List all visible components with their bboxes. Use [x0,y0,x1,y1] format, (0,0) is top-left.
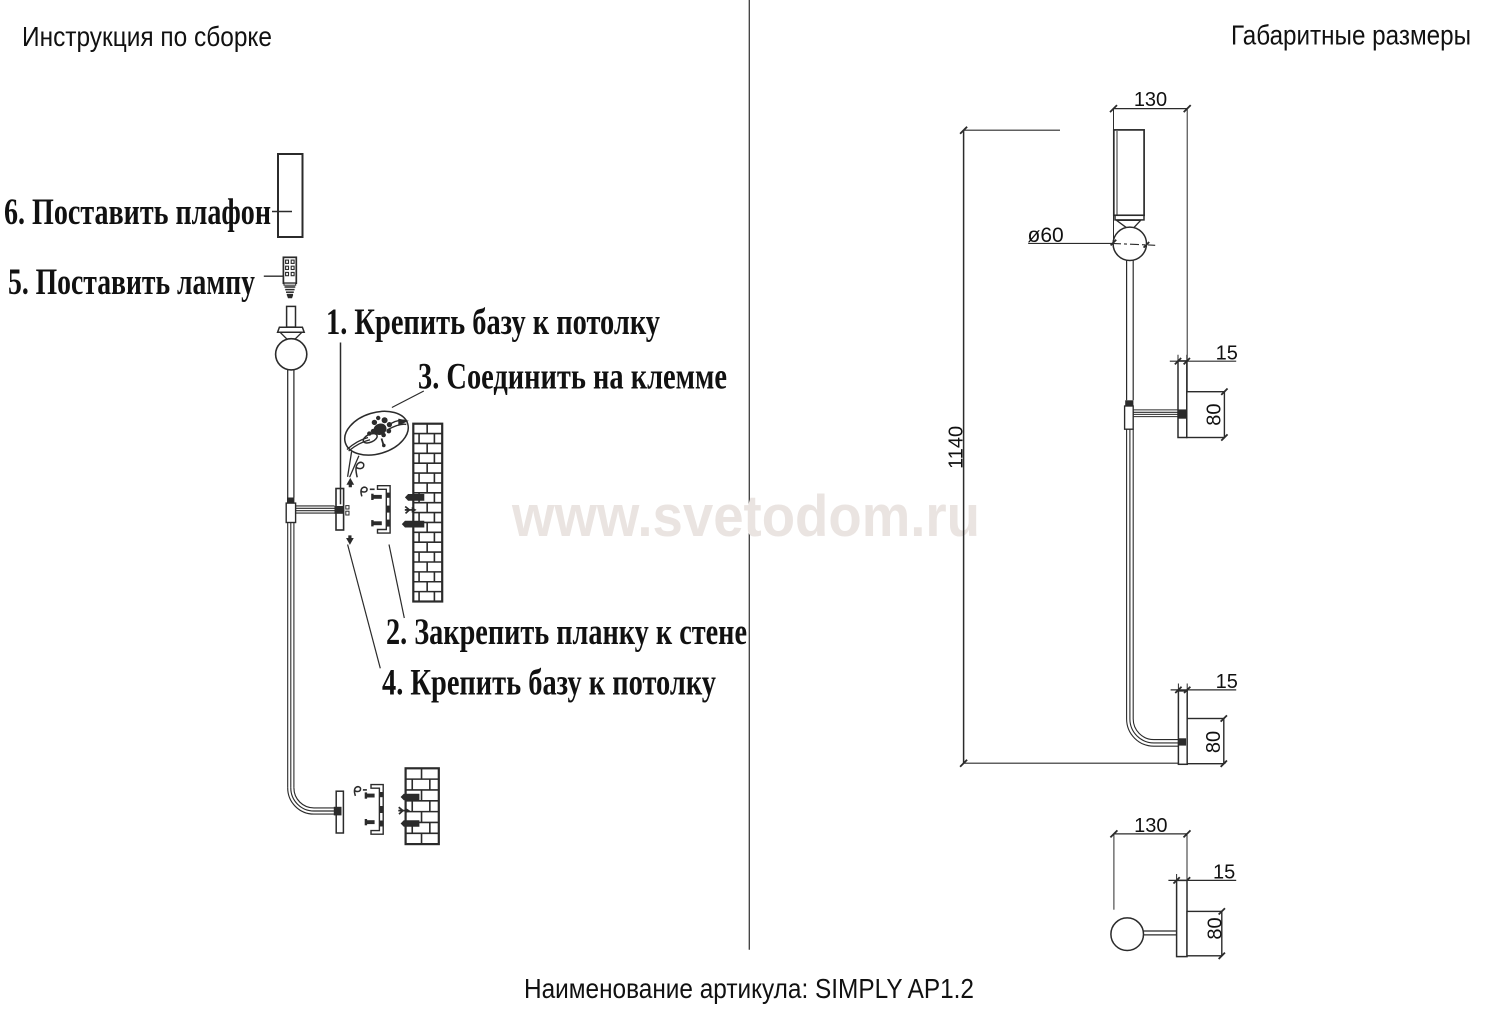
svg-text:15: 15 [1216,671,1238,693]
svg-text:80: 80 [1204,403,1226,425]
svg-text:1140: 1140 [945,426,967,469]
svg-text:80: 80 [1205,917,1227,939]
svg-text:6. Поставить плафон: 6. Поставить плафон [4,192,271,233]
svg-text:4. Крепить базу к потолку: 4. Крепить базу к потолку [382,663,716,704]
svg-text:Наименование артикула: SIMPLY: Наименование артикула: SIMPLY AP1.2 [524,973,974,1004]
svg-text:www.svetodom.ru: www.svetodom.ru [511,484,980,549]
svg-text:1. Крепить базу к потолку: 1. Крепить базу к потолку [326,302,660,343]
svg-text:130: 130 [1134,89,1167,111]
svg-text:2. Закрепить планку к стене: 2. Закрепить планку к стене [386,612,747,653]
svg-text:80: 80 [1203,731,1225,753]
svg-text:Инструкция по сборке: Инструкция по сборке [22,21,272,52]
svg-text:130: 130 [1134,815,1167,837]
svg-text:Габаритные размеры: Габаритные размеры [1231,20,1471,51]
svg-text:3. Соединить на клемме: 3. Соединить на клемме [418,357,727,398]
svg-text:5. Поставить лампу: 5. Поставить лампу [8,262,255,303]
svg-text:ø60: ø60 [1028,224,1064,247]
svg-text:15: 15 [1216,343,1238,365]
svg-text:15: 15 [1213,862,1235,884]
